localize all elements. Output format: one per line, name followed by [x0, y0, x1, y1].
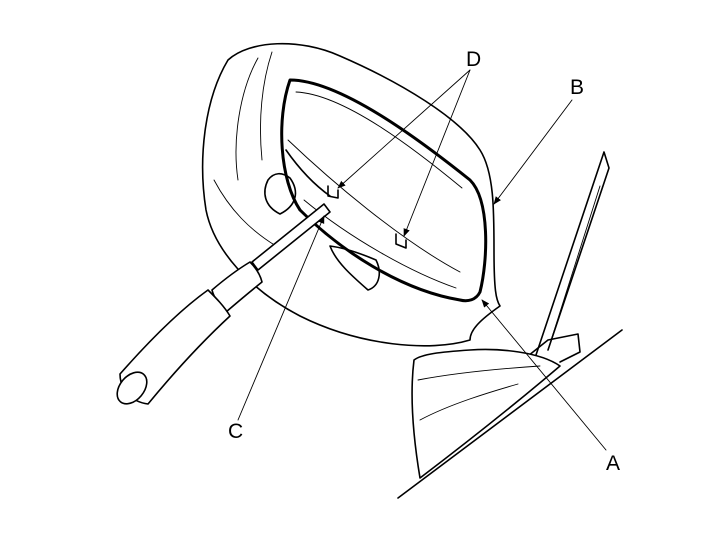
- mirror-base: [411, 348, 561, 479]
- door-frame: [397, 151, 623, 499]
- callout-label-b: B: [570, 76, 584, 99]
- leader-d-upper: [337, 69, 471, 189]
- leader-b: [493, 99, 573, 205]
- callout-label-d: D: [466, 48, 481, 71]
- leader-a: [481, 299, 607, 451]
- callout-label-a: A: [606, 452, 620, 475]
- callout-label-c: C: [228, 420, 243, 443]
- clip-upper: [327, 185, 339, 199]
- leader-d-lower: [403, 69, 471, 237]
- leader-lines: [237, 69, 607, 451]
- screwdriver-icon: [116, 203, 331, 405]
- leader-c: [237, 215, 325, 421]
- clip-lower: [395, 233, 407, 249]
